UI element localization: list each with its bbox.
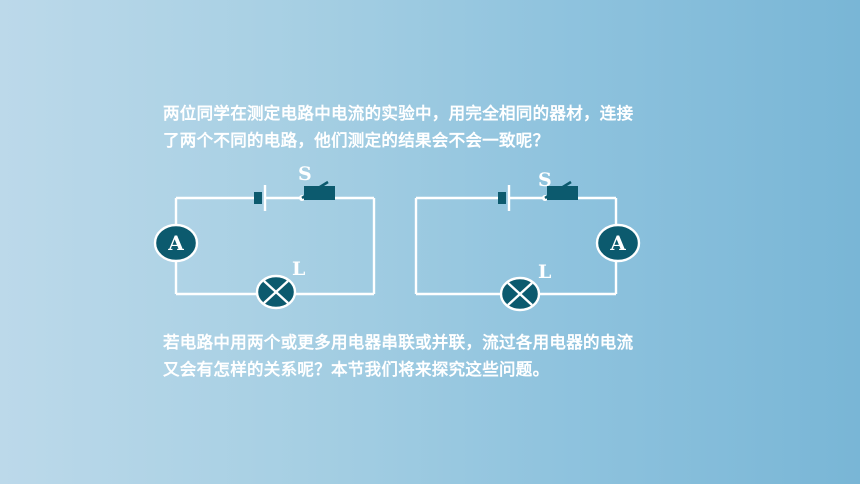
question-line-1: 若电路中用两个或更多用电器串联或并联，流过各用电器的电流 [163, 333, 634, 352]
intro-line-2: 了两个不同的电路，他们测定的结果会不会一致呢？ [163, 131, 550, 150]
switch-label: S [298, 163, 312, 185]
ammeter: A [595, 223, 641, 263]
question-paragraph: 若电路中用两个或更多用电器串联或并联，流过各用电器的电流 又会有怎样的关系呢？本… [163, 329, 633, 383]
switch [542, 180, 578, 201]
intro-paragraph: 两位同学在测定电路中电流的实验中，用完全相同的器材，连接 了两个不同的电路，他们… [163, 100, 633, 154]
ammeter-symbol: A [609, 231, 626, 255]
question-line-2: 又会有怎样的关系呢？本节我们将来探究这些问题。 [163, 360, 550, 379]
switch [299, 180, 335, 201]
battery [254, 185, 267, 211]
ammeter: A [153, 223, 199, 263]
lamp-label: L [292, 258, 305, 280]
lamp [255, 274, 297, 310]
lamp [499, 276, 541, 312]
ammeter-symbol: A [167, 231, 184, 255]
circuit-diagram-right: S A L [414, 169, 641, 312]
battery [498, 185, 511, 211]
lamp-label: L [538, 261, 551, 283]
intro-line-1: 两位同学在测定电路中电流的实验中，用完全相同的器材，连接 [163, 104, 634, 123]
circuit-diagram-left: S A L [153, 163, 376, 310]
switch-label: S [538, 169, 552, 191]
